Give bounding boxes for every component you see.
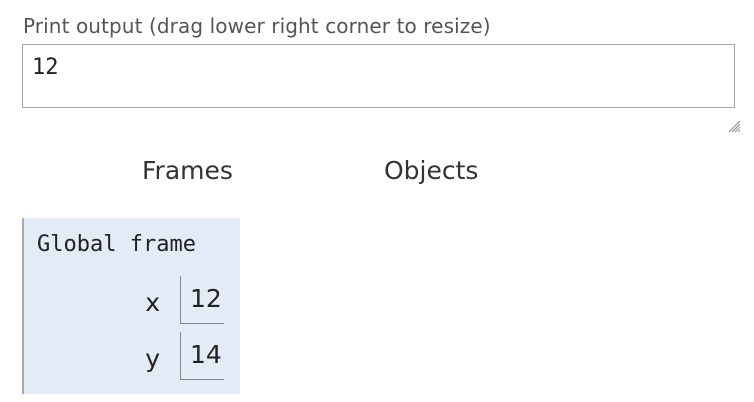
global-frame: Global frame x 12 y 14 xyxy=(22,218,240,394)
frames-header: Frames xyxy=(142,156,233,185)
variable-value-x: 12 xyxy=(180,276,224,324)
resize-grip-icon[interactable] xyxy=(727,118,741,133)
print-output-label: Print output (drag lower right corner to… xyxy=(23,14,491,38)
variable-name-y: y xyxy=(145,344,160,373)
global-frame-title: Global frame xyxy=(37,232,196,257)
variable-name-x: x xyxy=(145,288,160,317)
print-output-box[interactable]: 12 xyxy=(22,44,735,108)
objects-header: Objects xyxy=(384,156,479,185)
variable-value-y: 14 xyxy=(180,332,224,380)
print-output-text: 12 xyxy=(32,55,59,80)
